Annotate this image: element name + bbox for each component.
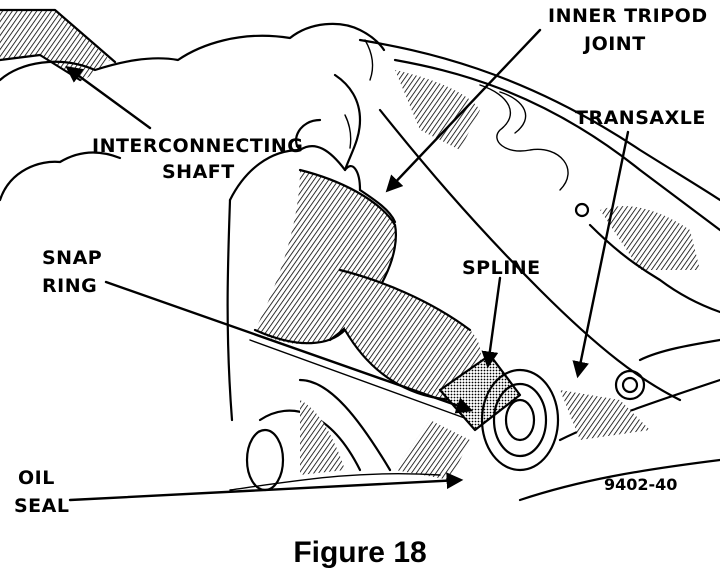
tripod-joint-assembly	[249, 168, 481, 421]
label-inner-tripod-joint-line2: JOINT	[582, 33, 646, 55]
label-inner-tripod-joint-line1: INNER TRIPOD	[548, 5, 708, 27]
label-oil-seal-line1: OIL	[18, 467, 55, 489]
leader-snap-ring	[104, 280, 474, 414]
illustration	[0, 8, 720, 502]
leader-interconnecting-shaft	[65, 66, 152, 130]
leader-oil-seal	[68, 472, 464, 502]
leader-spline	[481, 276, 502, 369]
leader-transaxle	[572, 130, 630, 379]
label-snap-ring-line1: SNAP	[42, 247, 102, 269]
figure-code: 9402-40	[604, 475, 677, 494]
hand-shape	[0, 22, 397, 422]
interconnecting-shaft-shape	[0, 10, 110, 82]
label-transaxle: TRANSAXLE	[575, 107, 706, 129]
label-snap-ring-line2: RING	[42, 275, 97, 297]
figure-caption: Figure 18	[293, 536, 426, 569]
label-interconnecting-shaft-line1: INTERCONNECTING	[92, 135, 303, 157]
label-spline: SPLINE	[462, 257, 541, 279]
label-oil-seal-line2: SEAL	[14, 495, 69, 517]
leader-inner-tripod-joint	[385, 28, 542, 193]
label-interconnecting-shaft-line2: SHAFT	[162, 161, 235, 183]
transaxle-housing	[358, 38, 720, 502]
leader-lines	[65, 28, 630, 502]
